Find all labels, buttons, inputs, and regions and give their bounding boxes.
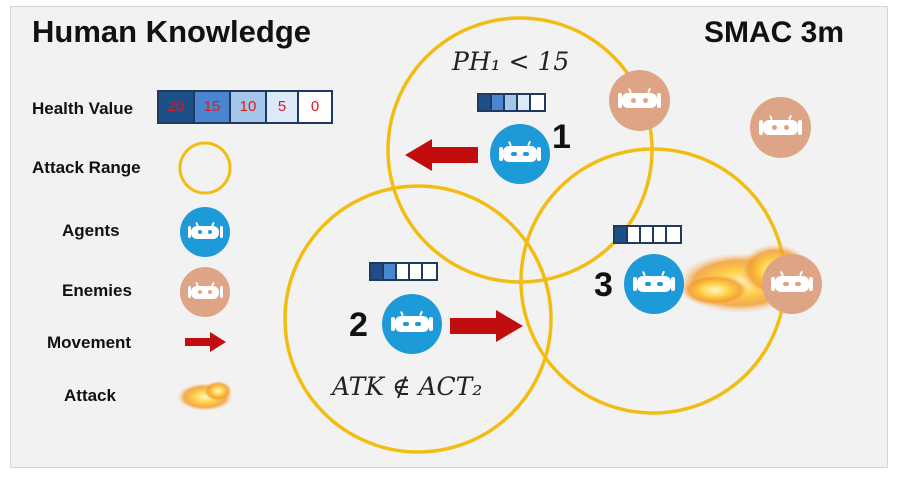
health-bar-agent-2	[369, 262, 438, 281]
health-segment	[397, 264, 410, 279]
health-segment	[410, 264, 423, 279]
legend-agent-icon	[180, 207, 230, 257]
diagram-title: Human Knowledge	[32, 14, 312, 49]
health-cell: 5	[267, 92, 299, 122]
legend-agents-label: Agents	[62, 221, 120, 240]
health-segment	[479, 95, 492, 110]
legend-range-label: Attack Range	[32, 158, 141, 177]
health-segment	[384, 264, 397, 279]
health-cell: 20	[159, 92, 195, 122]
enemy-robot	[750, 97, 811, 158]
health-segment	[667, 227, 680, 242]
legend-enemy-icon	[180, 267, 230, 317]
agent-robot-2	[382, 294, 442, 354]
scenario-label: SMAC 3m	[704, 16, 845, 49]
health-segment	[492, 95, 505, 110]
health-bar-agent-3	[613, 225, 682, 244]
condition-agent-1: PH₁ < 15	[452, 47, 570, 76]
diagram-frame	[10, 6, 888, 468]
legend-health-label: Health Value	[32, 99, 134, 118]
agent-number-1: 1	[552, 118, 571, 156]
health-segment	[615, 227, 628, 242]
movement-arrow-agent-2	[450, 310, 523, 342]
health-segment	[628, 227, 641, 242]
agent-robot-1	[490, 124, 550, 184]
legend-enemies-label: Enemies	[62, 281, 132, 300]
enemy-robot	[762, 254, 822, 314]
health-segment	[654, 227, 667, 242]
health-segment	[531, 95, 544, 110]
enemy-robot	[609, 70, 670, 131]
health-segment	[371, 264, 384, 279]
legend-attack-range-icon	[178, 141, 232, 195]
health-cell: 15	[195, 92, 231, 122]
health-segment	[641, 227, 654, 242]
legend-health-bar: 20 15 10 5 0	[157, 90, 333, 124]
health-segment	[518, 95, 531, 110]
health-bar-agent-1	[477, 93, 546, 112]
legend-movement-icon	[185, 332, 226, 352]
attack-range-agent-2	[283, 184, 553, 454]
agent-number-2: 2	[349, 306, 368, 344]
agent-robot-3	[624, 254, 684, 314]
condition-agent-2: ATK ∉ ACT₂	[332, 372, 483, 401]
health-segment	[423, 264, 436, 279]
legend-movement-label: Movement	[47, 333, 132, 352]
legend-attack-label: Attack	[64, 386, 116, 405]
legend-attack-icon	[177, 381, 233, 411]
agent-number-3: 3	[594, 266, 613, 304]
health-segment	[505, 95, 518, 110]
health-cell: 10	[231, 92, 267, 122]
movement-arrow-agent-1	[405, 139, 478, 171]
health-cell: 0	[299, 92, 331, 122]
